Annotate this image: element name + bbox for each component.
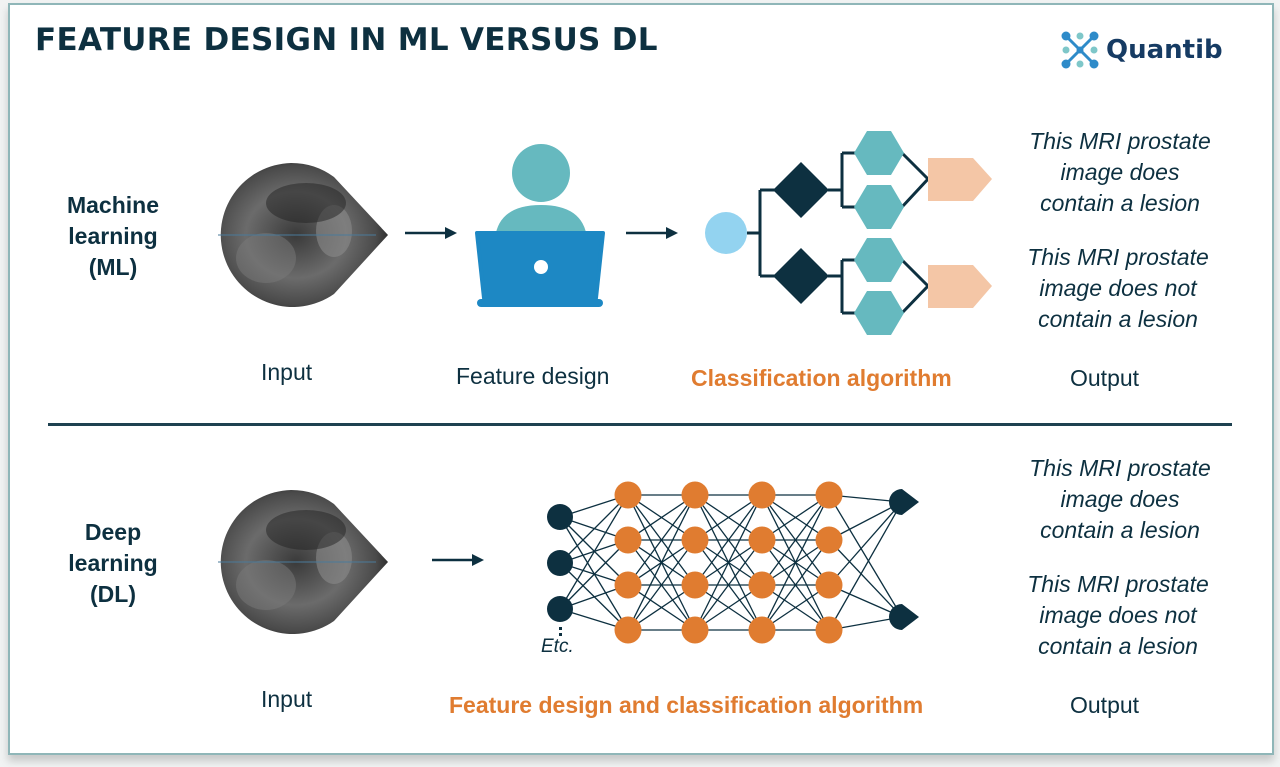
ellipsis-dot: [559, 633, 562, 636]
hidden-node: [681, 481, 709, 509]
dl-label-line: (DL): [90, 581, 136, 607]
output-line: image does: [1060, 159, 1180, 185]
ml-label-line: (ML): [88, 254, 138, 280]
decision-node: [773, 248, 829, 304]
mri-input-image: [218, 162, 388, 307]
ml-label-line: learning: [68, 223, 158, 249]
dl-caption-input: Input: [261, 686, 313, 712]
hidden-node: [681, 571, 709, 599]
network-connections: [559, 494, 903, 631]
ml-label-line: Machine: [66, 192, 160, 218]
quantib-molecule-icon: [1061, 31, 1099, 69]
connection-line: [627, 539, 696, 631]
hidden-node: [614, 526, 642, 554]
ellipsis-dot: [559, 627, 562, 630]
dl-output-positive: This MRI prostate image does contain a l…: [1005, 453, 1235, 546]
input-node: [547, 504, 573, 530]
hidden-node: [681, 616, 709, 644]
hidden-node: [748, 526, 776, 554]
connection-line: [627, 494, 696, 631]
ml-output-negative: This MRI prostate image does not contain…: [1003, 242, 1233, 335]
neural-network-diagram: [547, 481, 919, 644]
hidden-node: [815, 616, 843, 644]
decision-tree-diagram: [705, 131, 992, 335]
hidden-node: [815, 571, 843, 599]
input-node: [547, 596, 573, 622]
dl-label-line: learning: [68, 550, 158, 576]
hidden-node: [681, 526, 709, 554]
ml-caption-input: Input: [261, 359, 313, 385]
output-tag: [928, 158, 992, 201]
ml-caption-output: Output: [1070, 365, 1140, 391]
dl-caption-output: Output: [1070, 692, 1140, 718]
output-line: contain a lesion: [1038, 306, 1198, 332]
leaf-node: [854, 291, 904, 335]
ml-output-positive: This MRI prostate image does contain a l…: [1005, 126, 1235, 219]
input-node: [547, 550, 573, 576]
output-line: This MRI prostate: [1027, 244, 1209, 270]
logo-text: Quantib: [1106, 35, 1223, 65]
output-node: [889, 604, 919, 630]
arrow-icon: [432, 554, 484, 566]
connection-line: [828, 501, 903, 541]
output-tag: [928, 265, 992, 308]
dl-caption-algorithm: Feature design and classification algori…: [449, 692, 924, 718]
decision-node: [773, 162, 829, 218]
connection-line: [761, 494, 830, 586]
arrow-icon: [626, 227, 678, 239]
section-divider: [48, 423, 1232, 426]
root-node: [705, 212, 747, 254]
output-line: This MRI prostate: [1029, 455, 1211, 481]
connection-line: [828, 494, 903, 618]
dl-row-label: Deep learning (DL): [48, 517, 178, 610]
leaf-node: [854, 238, 904, 282]
output-line: image does not: [1039, 602, 1197, 628]
hidden-node: [815, 526, 843, 554]
hidden-node: [614, 481, 642, 509]
connection-line: [627, 494, 696, 586]
connection-line: [559, 539, 629, 610]
output-line: contain a lesion: [1040, 517, 1200, 543]
connection-line: [694, 494, 763, 631]
connection-line: [559, 494, 629, 564]
ml-row-label: Machine learning (ML): [48, 190, 178, 283]
connection-line: [828, 501, 903, 586]
hidden-node: [748, 571, 776, 599]
output-node: [889, 489, 919, 515]
output-line: image does not: [1039, 275, 1197, 301]
ml-caption-feature-design: Feature design: [456, 363, 610, 389]
dl-label-line: Deep: [84, 519, 142, 545]
output-line: contain a lesion: [1040, 190, 1200, 216]
hidden-node: [815, 481, 843, 509]
connection-line: [828, 539, 903, 618]
connection-line: [828, 501, 903, 631]
connection-line: [559, 494, 629, 610]
connection-line: [761, 539, 830, 631]
hidden-node: [748, 616, 776, 644]
connection-line: [761, 494, 830, 631]
output-line: image does: [1060, 486, 1180, 512]
connection-line: [694, 539, 763, 631]
leaf-node: [854, 185, 904, 229]
mri-input-image: [218, 489, 388, 634]
etc-label: Etc.: [541, 636, 574, 657]
quantib-logo: Quantib: [1060, 30, 1223, 70]
hidden-node: [614, 571, 642, 599]
person-laptop-icon: [475, 144, 605, 307]
page-title: FEATURE DESIGN IN ML VERSUS DL: [35, 22, 658, 58]
arrow-icon: [405, 227, 457, 239]
hidden-node: [748, 481, 776, 509]
output-line: This MRI prostate: [1029, 128, 1211, 154]
ml-caption-algorithm: Classification algorithm: [691, 365, 952, 391]
output-line: This MRI prostate: [1027, 571, 1209, 597]
leaf-node: [854, 131, 904, 175]
output-line: contain a lesion: [1038, 633, 1198, 659]
hidden-node: [614, 616, 642, 644]
dl-output-negative: This MRI prostate image does not contain…: [1003, 569, 1233, 662]
connection-line: [694, 494, 763, 586]
